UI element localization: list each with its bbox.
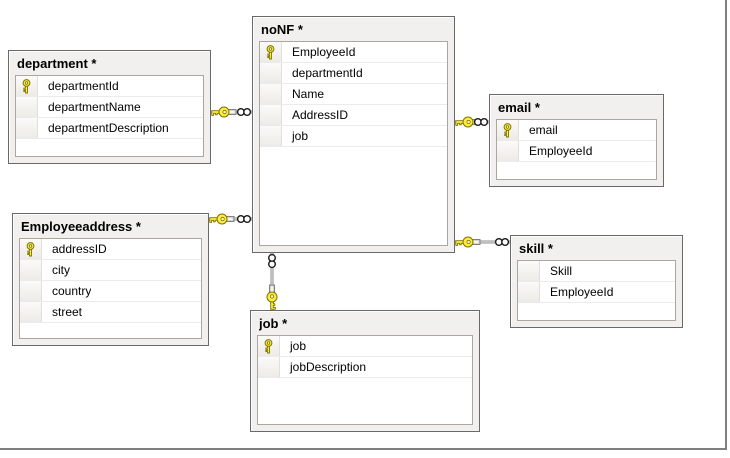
field-name: departmentDescription bbox=[48, 121, 169, 135]
field-name: jobDescription bbox=[290, 360, 367, 374]
field-row-departmentId[interactable]: departmentId bbox=[16, 76, 203, 97]
key-icon bbox=[455, 236, 481, 248]
table-title[interactable]: job * bbox=[259, 316, 288, 331]
field-row-EmployeeId[interactable]: EmployeeId bbox=[518, 282, 675, 303]
primary-key-cell[interactable] bbox=[497, 120, 519, 140]
primary-key-icon bbox=[22, 78, 31, 93]
row-selector-cell[interactable] bbox=[258, 357, 280, 377]
table-title[interactable]: skill * bbox=[519, 241, 553, 256]
infinity-icon bbox=[473, 118, 489, 126]
primary-key-cell[interactable] bbox=[258, 336, 280, 356]
row-selector-cell[interactable] bbox=[260, 63, 282, 83]
primary-key-icon bbox=[266, 44, 275, 59]
canvas-border bbox=[0, 0, 727, 450]
row-selector-cell[interactable] bbox=[497, 141, 519, 161]
primary-key-cell[interactable] bbox=[20, 239, 42, 259]
field-row-email[interactable]: email bbox=[497, 120, 656, 141]
field-row-jobDescription[interactable]: jobDescription bbox=[258, 357, 472, 378]
field-name: departmentName bbox=[48, 100, 141, 114]
row-selector-cell[interactable] bbox=[518, 261, 540, 281]
primary-key-icon bbox=[503, 122, 512, 137]
row-selector-cell[interactable] bbox=[20, 302, 42, 322]
row-selector-cell[interactable] bbox=[518, 282, 540, 302]
field-row-addressID[interactable]: addressID bbox=[20, 239, 201, 260]
field-name: EmployeeId bbox=[529, 144, 593, 158]
field-name: Skill bbox=[550, 264, 573, 278]
field-row-street[interactable]: street bbox=[20, 302, 201, 323]
field-row-job[interactable]: job bbox=[260, 126, 447, 147]
field-row-EmployeeId[interactable]: EmployeeId bbox=[260, 42, 447, 63]
field-name: EmployeeId bbox=[550, 285, 614, 299]
primary-key-cell[interactable] bbox=[16, 76, 38, 96]
table-field-grid: job jobDescription bbox=[257, 335, 473, 425]
field-name: EmployeeId bbox=[292, 45, 356, 59]
row-selector-cell[interactable] bbox=[260, 126, 282, 146]
field-name: street bbox=[52, 305, 83, 319]
key-icon bbox=[209, 213, 235, 225]
relationship-department-noNF[interactable] bbox=[211, 106, 252, 118]
field-name: city bbox=[52, 263, 70, 277]
field-name: addressID bbox=[52, 242, 107, 256]
row-selector-cell[interactable] bbox=[20, 260, 42, 280]
field-name: job bbox=[290, 339, 307, 353]
field-name: email bbox=[529, 123, 558, 137]
field-row-job[interactable]: job bbox=[258, 336, 472, 357]
table-Employeeaddress[interactable]: Employeeaddress * addressID city country st… bbox=[12, 213, 209, 346]
field-name: job bbox=[292, 129, 309, 143]
field-row-departmentId[interactable]: departmentId bbox=[260, 63, 447, 84]
table-title[interactable]: department * bbox=[17, 56, 97, 71]
infinity-icon bbox=[236, 215, 252, 223]
infinity-icon bbox=[268, 253, 276, 269]
field-row-Name[interactable]: Name bbox=[260, 84, 447, 105]
primary-key-cell[interactable] bbox=[260, 42, 282, 62]
relationship-job-noNF[interactable] bbox=[266, 253, 278, 310]
row-selector-cell[interactable] bbox=[260, 84, 282, 104]
relationship-noNF-skill[interactable] bbox=[455, 236, 510, 248]
table-field-grid: departmentId departmentName departmentDesc… bbox=[15, 75, 204, 157]
key-icon bbox=[266, 284, 278, 310]
key-icon bbox=[211, 106, 237, 118]
table-title[interactable]: noNF * bbox=[261, 22, 303, 37]
primary-key-icon bbox=[264, 338, 273, 353]
row-selector-cell[interactable] bbox=[16, 118, 38, 138]
field-name: departmentId bbox=[292, 66, 363, 80]
field-name: departmentId bbox=[48, 79, 119, 93]
field-name: country bbox=[52, 284, 92, 298]
relationship-noNF-email[interactable] bbox=[455, 116, 489, 128]
field-row-country[interactable]: country bbox=[20, 281, 201, 302]
row-selector-cell[interactable] bbox=[16, 97, 38, 117]
row-selector-cell[interactable] bbox=[20, 281, 42, 301]
field-row-city[interactable]: city bbox=[20, 260, 201, 281]
table-title[interactable]: Employeeaddress * bbox=[21, 219, 141, 234]
table-title[interactable]: email * bbox=[498, 100, 540, 115]
primary-key-icon bbox=[26, 241, 35, 256]
field-row-Skill[interactable]: Skill bbox=[518, 261, 675, 282]
table-job[interactable]: job * job jobDescription bbox=[250, 310, 480, 432]
field-row-departmentDescription[interactable]: departmentDescription bbox=[16, 118, 203, 139]
row-selector-cell[interactable] bbox=[260, 105, 282, 125]
relationship-Employeeaddress-noNF[interactable] bbox=[209, 213, 252, 225]
field-row-departmentName[interactable]: departmentName bbox=[16, 97, 203, 118]
field-name: AddressID bbox=[292, 108, 349, 122]
field-row-AddressID[interactable]: AddressID bbox=[260, 105, 447, 126]
field-row-EmployeeId[interactable]: EmployeeId bbox=[497, 141, 656, 162]
infinity-icon bbox=[494, 238, 510, 246]
field-name: Name bbox=[292, 87, 325, 101]
infinity-icon bbox=[236, 108, 252, 116]
table-field-grid: addressID city country street bbox=[19, 238, 202, 339]
